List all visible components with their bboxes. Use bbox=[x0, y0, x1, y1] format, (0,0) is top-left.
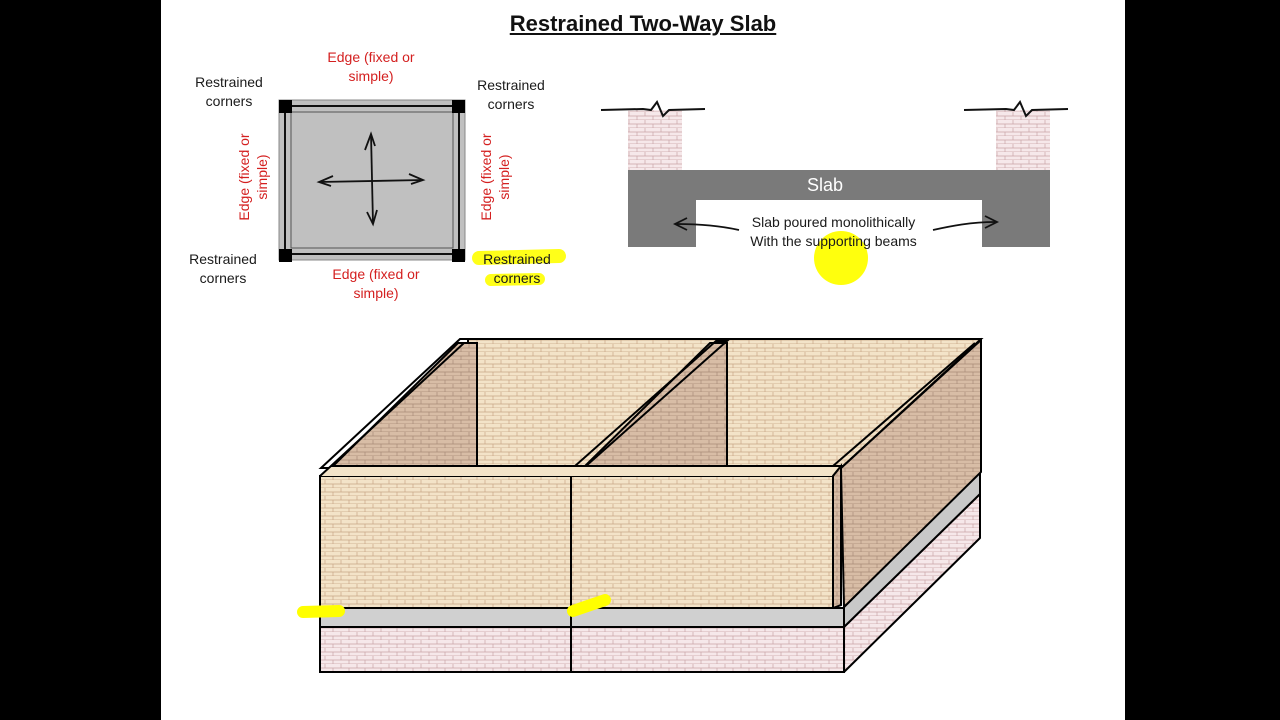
highlight-mark bbox=[567, 594, 611, 617]
edge-label-line: simple) bbox=[348, 68, 394, 84]
plan-view bbox=[278, 99, 466, 262]
corner-marker bbox=[452, 249, 465, 262]
corner-label-line: corners bbox=[199, 270, 247, 286]
edge-label-line: simple) bbox=[353, 285, 399, 301]
slab-section bbox=[628, 170, 1050, 247]
front-wall bbox=[319, 475, 834, 609]
edge-label-bottom: Edge (fixed or simple) bbox=[316, 265, 436, 303]
corner-label-top-left: Restrained corners bbox=[179, 73, 279, 111]
monolithic-note: Slab poured monolithically With the supp… bbox=[721, 213, 946, 251]
right-column bbox=[996, 110, 1050, 170]
corner-label-line: corners bbox=[493, 270, 541, 286]
edge-label-top: Edge (fixed or simple) bbox=[311, 48, 431, 86]
break-line-right bbox=[963, 100, 1069, 118]
note-line: Slab poured monolithically bbox=[751, 214, 916, 230]
left-column bbox=[628, 110, 682, 170]
section-view bbox=[600, 100, 1069, 285]
corner-marker bbox=[279, 249, 292, 262]
corner-label-bottom-left: Restrained corners bbox=[173, 250, 273, 288]
corner-marker bbox=[279, 100, 292, 113]
two-way-arrows-icon bbox=[316, 131, 426, 227]
highlight-mark bbox=[485, 273, 545, 286]
edge-label-line: Edge (fixed or bbox=[327, 49, 415, 65]
diagram-canvas bbox=[278, 99, 1069, 673]
slab-3d-model bbox=[318, 337, 984, 673]
callout-arrow-right bbox=[932, 221, 996, 231]
pointer-highlight bbox=[814, 231, 868, 285]
corner-marker bbox=[452, 100, 465, 113]
edge-label-line: simple) bbox=[496, 154, 512, 200]
edge-label-line: Edge (fixed or bbox=[332, 266, 420, 282]
corner-label-top-right: Restrained corners bbox=[461, 76, 561, 114]
front-base bbox=[319, 626, 845, 673]
slab-label: Slab bbox=[806, 175, 844, 195]
edge-label-right: Edge (fixed or simple) bbox=[477, 122, 513, 232]
callout-arrow-left bbox=[676, 223, 740, 231]
page-title: Restrained Two-Way Slab bbox=[509, 11, 777, 36]
edge-label-left: Edge (fixed or simple) bbox=[235, 122, 271, 232]
corner-label-bottom-right: Restrained corners bbox=[467, 250, 567, 288]
edge-label-line: simple) bbox=[254, 154, 270, 200]
break-line-left bbox=[600, 100, 706, 118]
note-line: With the supporting beams bbox=[750, 233, 917, 249]
highlight-mark bbox=[297, 605, 345, 618]
inner-wall-left bbox=[328, 342, 478, 469]
corner-label-line: Restrained bbox=[195, 74, 263, 90]
highlight-mark bbox=[472, 249, 566, 265]
corner-label-line: corners bbox=[487, 96, 535, 112]
corner-label-line: Restrained bbox=[189, 251, 257, 267]
corner-label-line: corners bbox=[205, 93, 253, 109]
corner-label-line: Restrained bbox=[477, 77, 545, 93]
edge-label-line: Edge (fixed or bbox=[478, 133, 494, 221]
edge-label-line: Edge (fixed or bbox=[236, 133, 252, 221]
slide: Restrained Two-Way Slab Edge (fixed or s… bbox=[161, 0, 1125, 720]
corner-label-line: Restrained bbox=[483, 251, 551, 267]
